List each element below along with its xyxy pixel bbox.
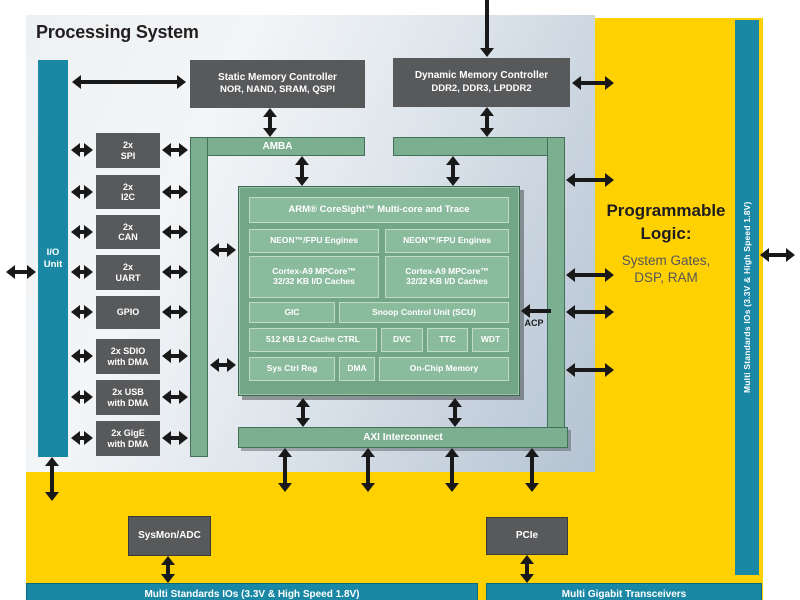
dynamic-memory-controller: Dynamic Memory Controller DDR2, DDR3, LP… bbox=[393, 58, 570, 107]
arrow-io-uart bbox=[71, 265, 93, 279]
gic-tile: GIC bbox=[249, 302, 335, 323]
io-unit-label: I/O bbox=[46, 247, 60, 259]
neon-tile-left: NEON™/FPU Engines bbox=[249, 229, 379, 253]
arrow-gige-amba bbox=[162, 431, 188, 445]
arrow-axi-pl-2 bbox=[361, 448, 375, 492]
arrow-arm-cpu-1 bbox=[210, 243, 236, 257]
arrow-io-can bbox=[71, 225, 93, 239]
sys-ctrl-reg-tile: Sys Ctrl Reg bbox=[249, 357, 335, 381]
arrow-usb-amba bbox=[162, 390, 188, 404]
processing-system-title: Processing System bbox=[36, 22, 199, 42]
arrow-spi-amba bbox=[162, 143, 188, 157]
cpu-complex-block: ARM® CoreSight™ Multi-core and Trace NEO… bbox=[238, 186, 520, 396]
arrow-io-spi bbox=[71, 143, 93, 157]
arrow-axi-pl-3 bbox=[445, 448, 459, 492]
arrow-gpio-amba bbox=[162, 305, 188, 319]
arrow-arm-pl-4 bbox=[566, 363, 614, 377]
arrow-acp bbox=[521, 304, 551, 318]
acp-label: ACP bbox=[524, 318, 544, 328]
arrow-io-gpio bbox=[71, 305, 93, 319]
arrow-cpu-axi-1 bbox=[296, 398, 310, 427]
arrow-top-memory bbox=[480, 0, 494, 57]
wdt-tile: WDT bbox=[472, 328, 509, 352]
arrow-io-usb bbox=[71, 390, 93, 404]
arrow-sysmon-bar bbox=[161, 556, 175, 583]
scu-tile: Snoop Control Unit (SCU) bbox=[339, 302, 509, 323]
l2-cache-tile: 512 KB L2 Cache CTRL bbox=[249, 328, 377, 352]
axi-label: AXI Interconnect bbox=[363, 432, 443, 443]
dma-tile: DMA bbox=[339, 357, 375, 381]
arrow-ambaR-cpu bbox=[446, 156, 460, 186]
arrow-uart-amba bbox=[162, 265, 188, 279]
multi-standards-io-bar-right: Multi Standards IOs (3.3V & High Speed 1… bbox=[735, 20, 759, 575]
arrow-arm-pl-2 bbox=[566, 268, 614, 282]
amba-arm-right bbox=[547, 137, 565, 428]
arrow-i2c-amba bbox=[162, 185, 188, 199]
arrow-io-smc bbox=[72, 75, 186, 89]
dvc-tile: DVC bbox=[381, 328, 423, 352]
arrow-can-amba bbox=[162, 225, 188, 239]
arrow-ambaL-cpu bbox=[295, 156, 309, 186]
coresight-tile: ARM® CoreSight™ Multi-core and Trace bbox=[249, 197, 509, 223]
arrow-axi-pl-1 bbox=[278, 448, 292, 492]
arrow-io-gige bbox=[71, 431, 93, 445]
arrow-io-external bbox=[6, 265, 36, 279]
amba-bar-left: AMBA bbox=[190, 137, 365, 156]
arrow-axi-pl-4 bbox=[525, 448, 539, 492]
multi-standards-io-right-label: Multi Standards IOs (3.3V & High Speed 1… bbox=[742, 201, 752, 394]
arrow-cpu-axi-2 bbox=[448, 398, 462, 427]
arrow-right-io-external bbox=[760, 248, 795, 262]
arrow-pcie-bar bbox=[520, 555, 534, 583]
neon-tile-right: NEON™/FPU Engines bbox=[385, 229, 509, 253]
programmable-logic-title: Programmable Logic: System Gates, DSP, R… bbox=[606, 201, 726, 285]
arrow-smc-amba bbox=[263, 108, 277, 137]
arrow-io-pl bbox=[45, 457, 59, 501]
arrow-sdio-amba bbox=[162, 349, 188, 363]
amba-bar-right bbox=[393, 137, 565, 156]
arrow-dmc-pl bbox=[572, 76, 614, 90]
io-unit-block: I/O Unit bbox=[38, 60, 68, 457]
multi-gigabit-transceivers-bar: Multi Gigabit Transceivers bbox=[486, 583, 762, 600]
on-chip-memory-tile: On-Chip Memory bbox=[379, 357, 509, 381]
peripheral-gpio: GPIO bbox=[96, 296, 160, 329]
amba-arm-left bbox=[190, 137, 208, 457]
amba-label: AMBA bbox=[262, 141, 293, 152]
arrow-io-i2c bbox=[71, 185, 93, 199]
ttc-tile: TTC bbox=[427, 328, 468, 352]
arrow-arm-cpu-2 bbox=[210, 358, 236, 372]
arrow-arm-pl-1 bbox=[566, 173, 614, 187]
multi-standards-io-bar-bottom: Multi Standards IOs (3.3V & High Speed 1… bbox=[26, 583, 478, 600]
pcie-block: PCIe bbox=[486, 517, 568, 555]
static-memory-controller: Static Memory Controller NOR, NAND, SRAM… bbox=[190, 60, 365, 108]
axi-interconnect-bar: AXI Interconnect bbox=[238, 427, 568, 448]
arrow-io-sdio bbox=[71, 349, 93, 363]
arrow-dmc-amba bbox=[480, 107, 494, 137]
arrow-arm-pl-3 bbox=[566, 305, 614, 319]
sysmon-adc-block: SysMon/ADC bbox=[128, 516, 211, 556]
